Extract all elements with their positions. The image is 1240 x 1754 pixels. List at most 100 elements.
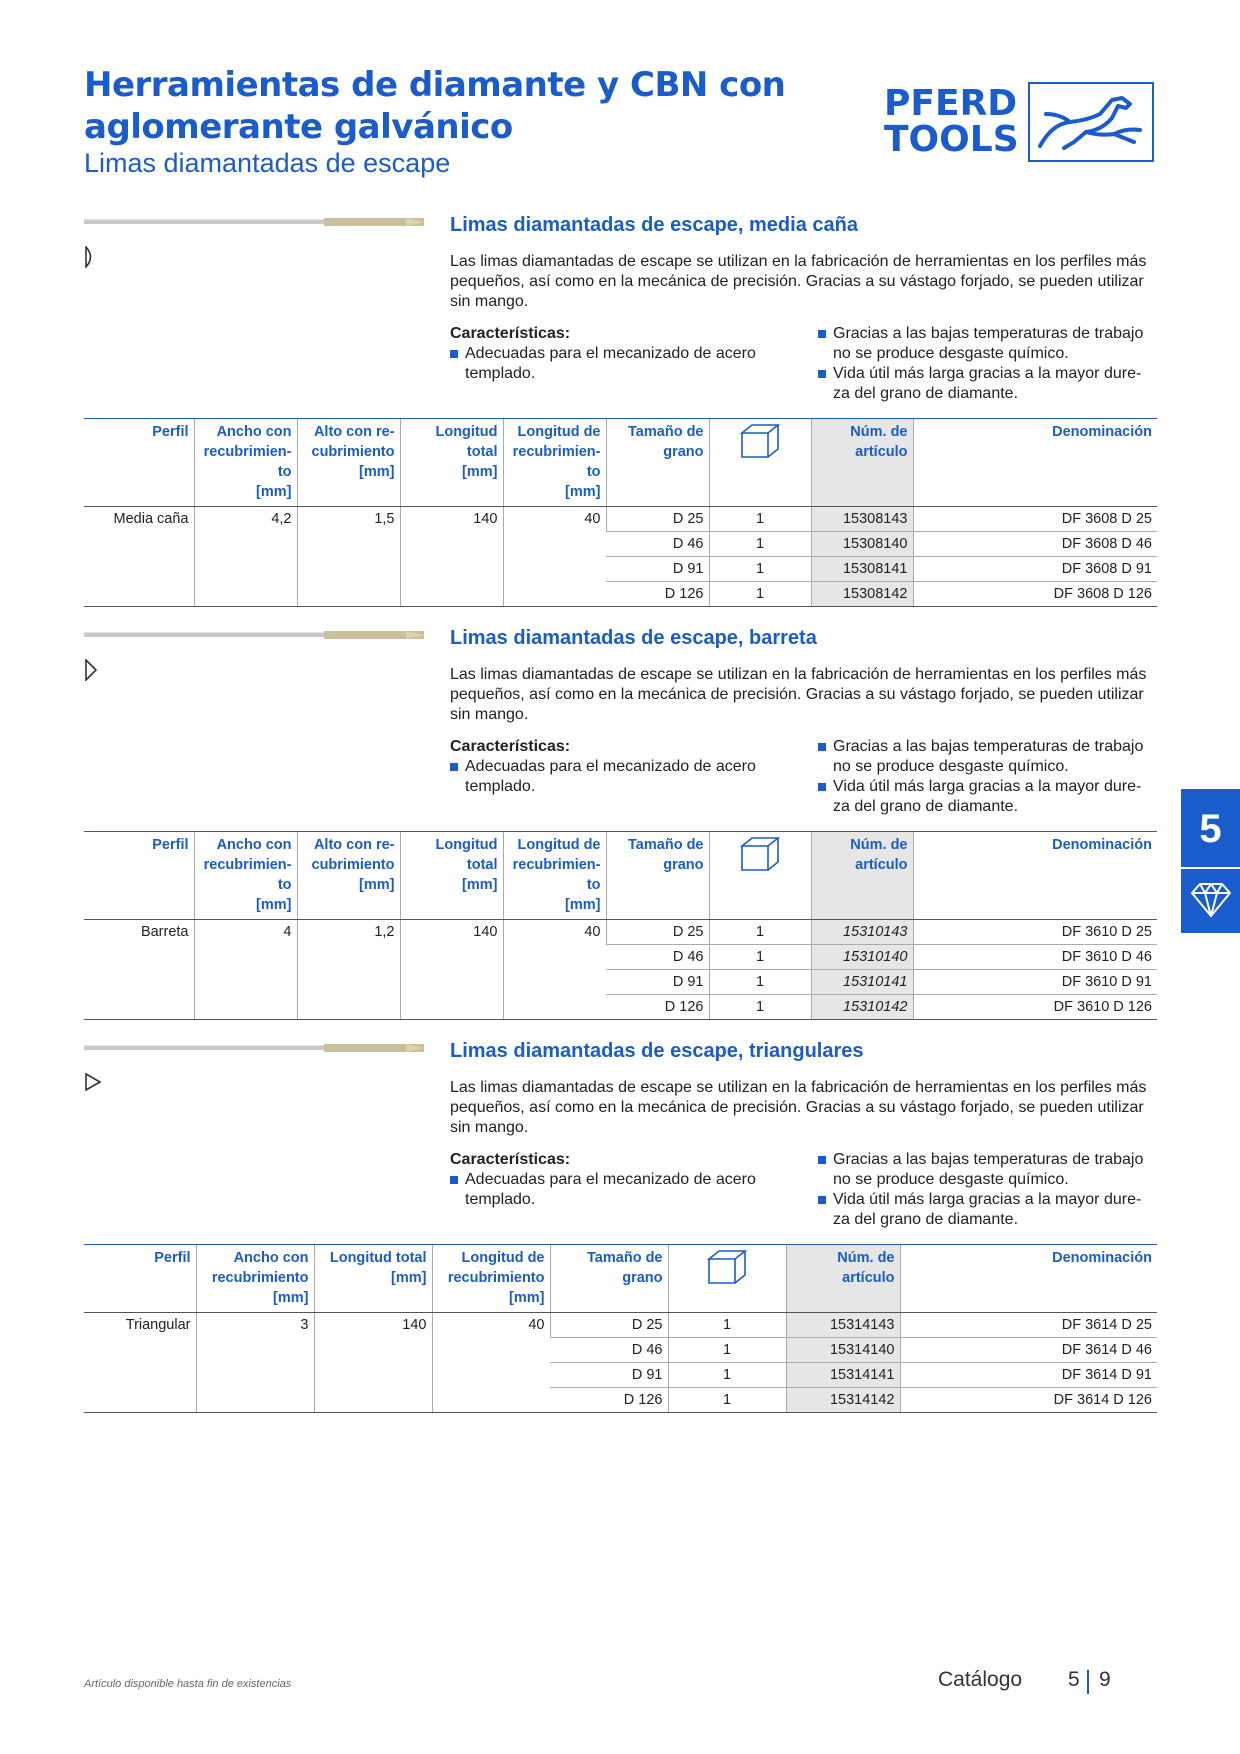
cell-num: 15310143 (810, 919, 913, 945)
cell-denominacion: DF 3610 D 91 (912, 969, 1157, 995)
barrette-profile-icon (85, 659, 98, 681)
table-row: D 126 1 15314142 DF 3614 D 126 (84, 1387, 1157, 1413)
file-image-media-cana (84, 218, 424, 226)
feature-item: Adecuadas para el mecanizado de acero te… (450, 1170, 780, 1210)
cell-denominacion: DF 3614 D 46 (899, 1337, 1157, 1363)
package-box-icon (739, 424, 781, 458)
cell-num: 15308141 (810, 556, 913, 582)
package-box-icon (706, 1250, 748, 1284)
cell-qty: 1 (667, 1337, 786, 1363)
cell-qty: 1 (667, 1312, 786, 1338)
cell-num: 15314143 (785, 1312, 900, 1338)
footer-page-number: 9 (1099, 1668, 1111, 1691)
half-round-profile-icon (85, 246, 92, 268)
cell-denominacion: DF 3614 D 25 (899, 1312, 1157, 1338)
logo-box (1028, 82, 1154, 162)
chapter-tab-divider (1181, 867, 1240, 869)
logo-text: PFERD TOOLS (884, 86, 1019, 158)
col-denominacion: Denominación (899, 1244, 1157, 1313)
cell-num: 15308143 (810, 506, 913, 532)
col-longitud-total: Longitud total[mm] (313, 1244, 432, 1313)
footer-catalog: Catálogo (938, 1668, 1023, 1691)
col-denominacion: Denominación (912, 418, 1157, 507)
cell-qty: 1 (708, 581, 811, 607)
section-triangulares: Limas diamantadas de escape, triangulare… (84, 1040, 1157, 1420)
cell-num: 15308142 (810, 581, 913, 607)
cell-ancho: 4,2 (193, 506, 297, 607)
footer-note: Artículo disponible hasta fin de existen… (84, 1678, 292, 1690)
cell-qty: 1 (708, 969, 811, 995)
section-media-cana: Limas diamantadas de escape, media caña … (84, 214, 1158, 607)
features-left: Características: Adecuadas para el mecan… (450, 1150, 780, 1210)
cell-num: 15314141 (785, 1362, 900, 1388)
section-title: Limas diamantadas de escape, triangulare… (450, 1040, 864, 1062)
features-left: Características: Adecuadas para el mecan… (450, 324, 780, 384)
table-row: D 46 1 15314140 DF 3614 D 46 (84, 1337, 1157, 1363)
cell-perfil: Barreta (84, 919, 194, 1020)
cell-qty: 1 (708, 531, 811, 557)
cell-qty: 1 (667, 1362, 786, 1388)
section-title: Limas diamantadas de escape, media caña (450, 214, 858, 236)
page-subtitle: Limas diamantadas de escape (84, 148, 451, 178)
feature-item: Gracias a las bajas temperaturas de trab… (818, 737, 1158, 777)
chapter-tab[interactable]: 5 (1181, 789, 1240, 933)
features-right: Gracias a las bajas temperaturas de trab… (818, 737, 1158, 817)
horse-icon (1038, 96, 1142, 150)
table-row: Triangular 3 140 40 D 25 1 15314143 DF 3… (84, 1312, 1157, 1413)
table-row: D 46 1 15308140 DF 3608 D 46 (84, 531, 1157, 557)
col-package (708, 831, 811, 920)
col-denominacion: Denominación (912, 831, 1157, 920)
table-row: D 91 1 15314141 DF 3614 D 91 (84, 1362, 1157, 1388)
col-perfil: Perfil (84, 1244, 196, 1313)
table-row: D 46 1 15310140 DF 3610 D 46 (84, 944, 1157, 970)
section-title: Limas diamantadas de escape, barreta (450, 627, 817, 649)
cell-longitud-total: 140 (399, 506, 503, 607)
feature-item: Adecuadas para el mecanizado de acero te… (450, 344, 780, 384)
col-package (708, 418, 811, 507)
cell-denominacion: DF 3608 D 25 (912, 506, 1157, 532)
features-right: Gracias a las bajas temperaturas de trab… (818, 1150, 1158, 1230)
package-box-icon (739, 837, 781, 871)
feature-item: Adecuadas para el mecanizado de acero te… (450, 757, 780, 797)
col-alto: Alto con re-cubrimiento[mm] (296, 418, 400, 507)
file-image-triangular (84, 1044, 424, 1052)
cell-longitud-rec: 40 (431, 1312, 550, 1413)
cell-denominacion: DF 3608 D 126 (912, 581, 1157, 607)
cell-grano: D 46 (550, 1337, 668, 1363)
table-row: Barreta 4 1,2 140 40 D 25 1 15310143 DF … (84, 919, 1157, 1020)
page-title-line1: Herramientas de diamante y CBN con (84, 65, 786, 105)
table-row: D 91 1 15310141 DF 3610 D 91 (84, 969, 1157, 995)
cell-perfil: Media caña (84, 506, 194, 607)
feature-item: Gracias a las bajas temperaturas de trab… (818, 1150, 1158, 1190)
cell-grano: D 126 (606, 994, 709, 1020)
cell-num: 15310140 (810, 944, 913, 970)
feature-item: Vida útil más larga gracias a la mayor d… (818, 364, 1158, 404)
cell-denominacion: DF 3610 D 126 (912, 994, 1157, 1020)
cell-longitud-rec: 40 (502, 919, 606, 1020)
features-left: Características: Adecuadas para el mecan… (450, 737, 780, 797)
features-heading: Características: (450, 325, 571, 342)
table-row: Media caña 4,2 1,5 140 40 D 25 1 1530814… (84, 506, 1157, 607)
features-heading: Características: (450, 1151, 571, 1168)
feature-item: Vida útil más larga gracias a la mayor d… (818, 777, 1158, 817)
cell-num: 15310142 (810, 994, 913, 1020)
cell-num: 15314142 (785, 1387, 900, 1413)
cell-perfil: Triangular (84, 1312, 196, 1413)
col-package (667, 1244, 786, 1313)
section-description: Las limas diamantadas de escape se utili… (450, 666, 1147, 723)
cell-num: 15308140 (810, 531, 913, 557)
table-row: D 126 1 15310142 DF 3610 D 126 (84, 994, 1157, 1020)
